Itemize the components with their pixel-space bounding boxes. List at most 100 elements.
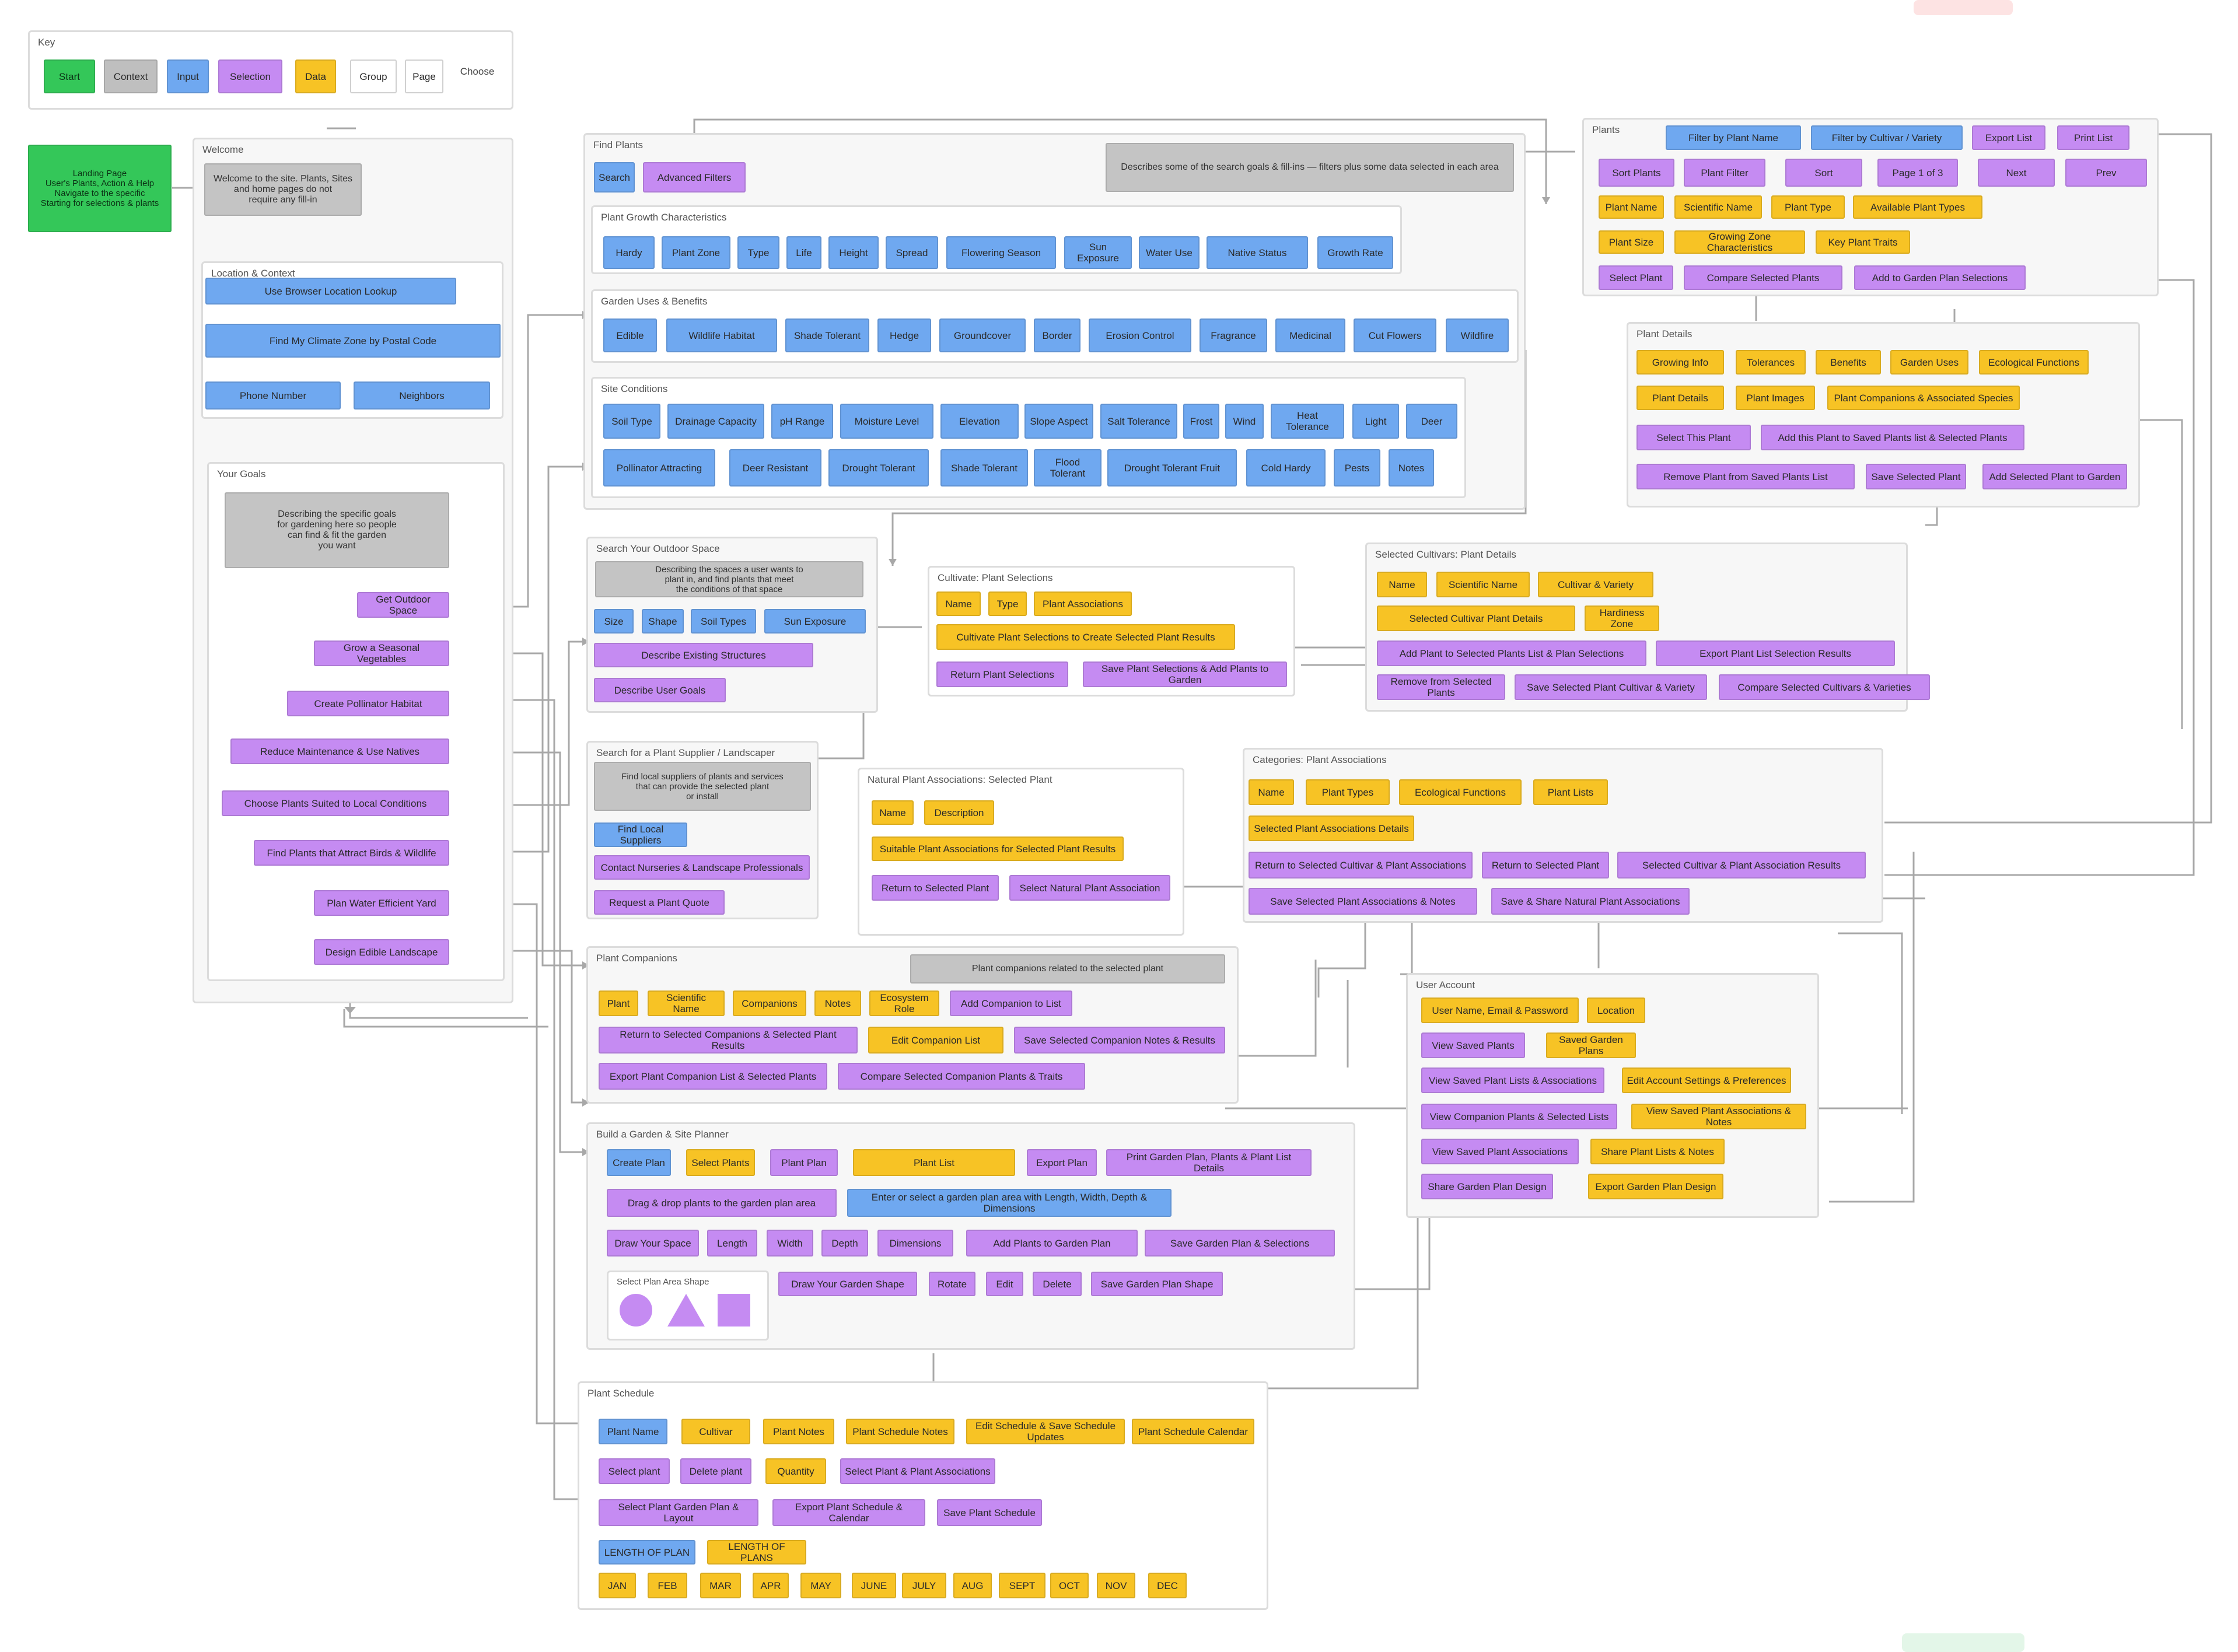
use-border[interactable]: Border	[1034, 318, 1080, 352]
phone-number-button[interactable]: Phone Number	[205, 382, 341, 410]
site-soil-type[interactable]: Soil Type	[603, 404, 660, 439]
attr-hardy[interactable]: Hardy	[603, 236, 655, 269]
cat-share-button[interactable]: Save & Share Natural Plant Associations	[1491, 888, 1690, 915]
save-garden-shape-button[interactable]: Save Garden Plan Shape	[1091, 1272, 1223, 1296]
site-ph-range[interactable]: pH Range	[771, 404, 833, 439]
ua-view-saved-plants-button[interactable]: View Saved Plants	[1421, 1032, 1525, 1058]
month-apr[interactable]: APR	[753, 1573, 789, 1598]
select-plant-button[interactable]: Select Plant	[1599, 265, 1673, 290]
outdoor-size-input[interactable]: Size	[594, 609, 634, 634]
ua-view-companion-button[interactable]: View Companion Plants & Selected Lists	[1421, 1104, 1617, 1129]
use-erosion-control[interactable]: Erosion Control	[1089, 318, 1191, 352]
length-input[interactable]: Length	[707, 1230, 757, 1256]
remove-plant-button[interactable]: Remove Plant from Saved Plants List	[1636, 464, 1855, 489]
sc-compare-button[interactable]: Compare Selected Cultivars & Varieties	[1719, 674, 1930, 700]
find-local-suppliers-button[interactable]: Find Local Suppliers	[594, 822, 687, 847]
cat-return-plant-button[interactable]: Return to Selected Plant	[1482, 852, 1609, 878]
site-drought-fruit[interactable]: Drought Tolerant Fruit	[1107, 449, 1237, 487]
comp-save-button[interactable]: Save Selected Companion Notes & Results	[1014, 1027, 1225, 1054]
shape-options[interactable]	[617, 1290, 757, 1331]
site-drought-tolerant[interactable]: Drought Tolerant	[828, 449, 929, 487]
goal-outdoor-space[interactable]: Get Outdoor Space	[357, 592, 449, 618]
goal-reduce-maintenance[interactable]: Reduce Maintenance & Use Natives	[230, 738, 449, 764]
ps-plant-name-input[interactable]: Plant Name	[599, 1419, 667, 1444]
goal-pollinator-habitat[interactable]: Create Pollinator Habitat	[287, 691, 449, 716]
describe-user-goals-button[interactable]: Describe User Goals	[594, 678, 726, 702]
search-button[interactable]: Search	[594, 162, 635, 192]
save-plant-selections-button[interactable]: Save Plant Selections & Add Plants to Ga…	[1083, 662, 1287, 687]
month-jan[interactable]: JAN	[599, 1573, 636, 1598]
rotate-button[interactable]: Rotate	[929, 1272, 975, 1296]
ua-view-saved-lists-button[interactable]: View Saved Plant Lists & Associations	[1421, 1068, 1604, 1093]
circle-shape-icon[interactable]	[620, 1294, 652, 1326]
use-browser-location-button[interactable]: Use Browser Location Lookup	[205, 278, 456, 304]
prev-button[interactable]: Prev	[2065, 159, 2147, 187]
na-return-button[interactable]: Return to Selected Plant	[872, 875, 999, 901]
goal-edible-landscape[interactable]: Design Edible Landscape	[314, 939, 449, 965]
month-nov[interactable]: NOV	[1097, 1573, 1135, 1598]
attr-native-status[interactable]: Native Status	[1207, 236, 1308, 269]
comp-add-button[interactable]: Add Companion to List	[950, 991, 1072, 1016]
page-indicator[interactable]: Page 1 of 3	[1877, 159, 1958, 187]
outdoor-sun-exposure-input[interactable]: Sun Exposure	[764, 609, 866, 634]
edit-button[interactable]: Edit	[986, 1272, 1023, 1296]
ps-select-associations-button[interactable]: Select Plant & Plant Associations	[840, 1458, 995, 1484]
site-flood-tolerant[interactable]: Flood Tolerant	[1034, 449, 1101, 487]
attr-life[interactable]: Life	[786, 236, 821, 269]
compare-plants-button[interactable]: Compare Selected Plants	[1684, 265, 1842, 290]
goal-seasonal-vegetables[interactable]: Grow a Seasonal Vegetables	[314, 640, 449, 666]
add-to-garden-button[interactable]: Add to Garden Plan Selections	[1854, 265, 2026, 290]
ps-save-schedule-button[interactable]: Save Plant Schedule	[937, 1499, 1042, 1526]
attr-plant-zone[interactable]: Plant Zone	[662, 236, 730, 269]
request-quote-button[interactable]: Request a Plant Quote	[594, 890, 725, 915]
site-heat[interactable]: Heat Tolerance	[1271, 404, 1344, 439]
cat-return-cultivar-button[interactable]: Return to Selected Cultivar & Plant Asso…	[1249, 852, 1473, 878]
attr-type[interactable]: Type	[737, 236, 779, 269]
use-wildfire[interactable]: Wildfire	[1446, 318, 1509, 352]
site-wind[interactable]: Wind	[1225, 404, 1264, 439]
contact-nurseries-button[interactable]: Contact Nurseries & Landscape Profession…	[594, 855, 810, 880]
na-select-association-button[interactable]: Select Natural Plant Association	[1009, 875, 1170, 901]
site-pests[interactable]: Pests	[1334, 449, 1380, 487]
site-pollinator[interactable]: Pollinator Attracting	[603, 449, 715, 487]
use-medicinal[interactable]: Medicinal	[1275, 318, 1345, 352]
site-light[interactable]: Light	[1352, 404, 1399, 439]
use-shade-tolerant[interactable]: Shade Tolerant	[785, 318, 869, 352]
filter-cultivar-input[interactable]: Filter by Cultivar / Variety	[1811, 125, 1963, 150]
goal-water-efficient[interactable]: Plan Water Efficient Yard	[314, 890, 449, 916]
add-plant-saved-list-button[interactable]: Add this Plant to Saved Plants list & Se…	[1761, 425, 2024, 450]
month-june[interactable]: JUNE	[852, 1573, 896, 1598]
filter-plant-name-input[interactable]: Filter by Plant Name	[1666, 125, 1801, 150]
comp-return-button[interactable]: Return to Selected Companions & Selected…	[599, 1027, 858, 1054]
use-fragrance[interactable]: Fragrance	[1200, 318, 1267, 352]
ps-select-plant-button[interactable]: Select plant	[599, 1458, 670, 1484]
site-salt[interactable]: Salt Tolerance	[1100, 404, 1177, 439]
attr-flowering-season[interactable]: Flowering Season	[946, 236, 1056, 269]
sc-save-button[interactable]: Save Selected Plant Cultivar & Variety	[1515, 674, 1707, 700]
ps-export-schedule-button[interactable]: Export Plant Schedule & Calendar	[772, 1499, 925, 1526]
outdoor-shape-input[interactable]: Shape	[642, 609, 684, 634]
create-plan-button[interactable]: Create Plan	[607, 1149, 671, 1176]
draw-space-button[interactable]: Draw Your Space	[607, 1230, 699, 1256]
ps-length-of-plan-input[interactable]: LENGTH OF PLAN	[599, 1540, 695, 1564]
advanced-filters-button[interactable]: Advanced Filters	[643, 162, 746, 192]
month-oct[interactable]: OCT	[1050, 1573, 1089, 1598]
comp-export-button[interactable]: Export Plant Companion List & Selected P…	[599, 1063, 827, 1090]
ps-select-garden-plan-button[interactable]: Select Plant Garden Plan & Layout	[599, 1499, 758, 1526]
return-plant-selections-button[interactable]: Return Plant Selections	[936, 662, 1068, 687]
add-plants-garden-plan-button[interactable]: Add Plants to Garden Plan	[966, 1230, 1138, 1256]
export-list-button[interactable]: Export List	[1972, 125, 2045, 150]
attr-height[interactable]: Height	[828, 236, 879, 269]
sort-plants-button[interactable]: Sort Plants	[1599, 159, 1674, 187]
save-garden-plan-button[interactable]: Save Garden Plan & Selections	[1145, 1230, 1335, 1256]
site-slope-aspect[interactable]: Slope Aspect	[1024, 404, 1093, 439]
attr-spread[interactable]: Spread	[886, 236, 938, 269]
add-selected-plant-garden-button[interactable]: Add Selected Plant to Garden	[1982, 464, 2127, 489]
export-plan-button[interactable]: Export Plan	[1027, 1149, 1097, 1176]
triangle-shape-icon[interactable]	[667, 1294, 705, 1326]
select-this-plant-button[interactable]: Select This Plant	[1636, 425, 1751, 450]
sort-button[interactable]: Sort	[1785, 159, 1862, 187]
site-deer-resistant[interactable]: Deer Resistant	[729, 449, 821, 487]
neighbors-button[interactable]: Neighbors	[354, 382, 490, 410]
cat-results-button[interactable]: Selected Cultivar & Plant Association Re…	[1617, 852, 1866, 878]
